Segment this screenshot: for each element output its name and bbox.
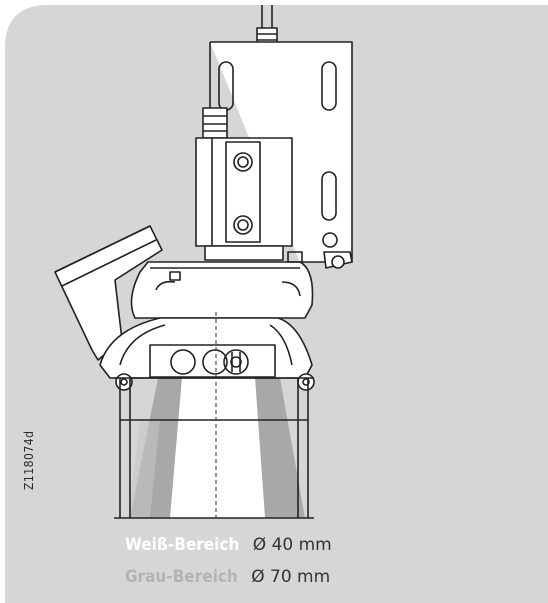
fitting-nut <box>202 107 228 139</box>
legend-white-label: Weiß-Bereich <box>125 535 240 555</box>
legend-white-value: Ø 40 mm <box>252 535 332 555</box>
legend-grey-zone: Grau-Bereich Ø 70 mm <box>125 567 330 587</box>
outlet-tube <box>114 377 314 519</box>
outlet-nozzle <box>54 225 163 361</box>
motor-body <box>195 137 293 261</box>
white-zone <box>170 378 265 518</box>
legend-grey-value: Ø 70 mm <box>251 567 331 587</box>
pump-housing <box>130 251 314 319</box>
volute <box>99 317 315 391</box>
legend-white-zone: Weiß-Bereich Ø 40 mm <box>125 535 332 555</box>
figure-id: Z118074d <box>22 430 36 490</box>
grey-zone-right <box>255 378 305 518</box>
spray-zones <box>128 378 305 518</box>
legend-grey-label: Grau-Bereich <box>125 567 238 587</box>
light-zone-left <box>128 420 160 518</box>
